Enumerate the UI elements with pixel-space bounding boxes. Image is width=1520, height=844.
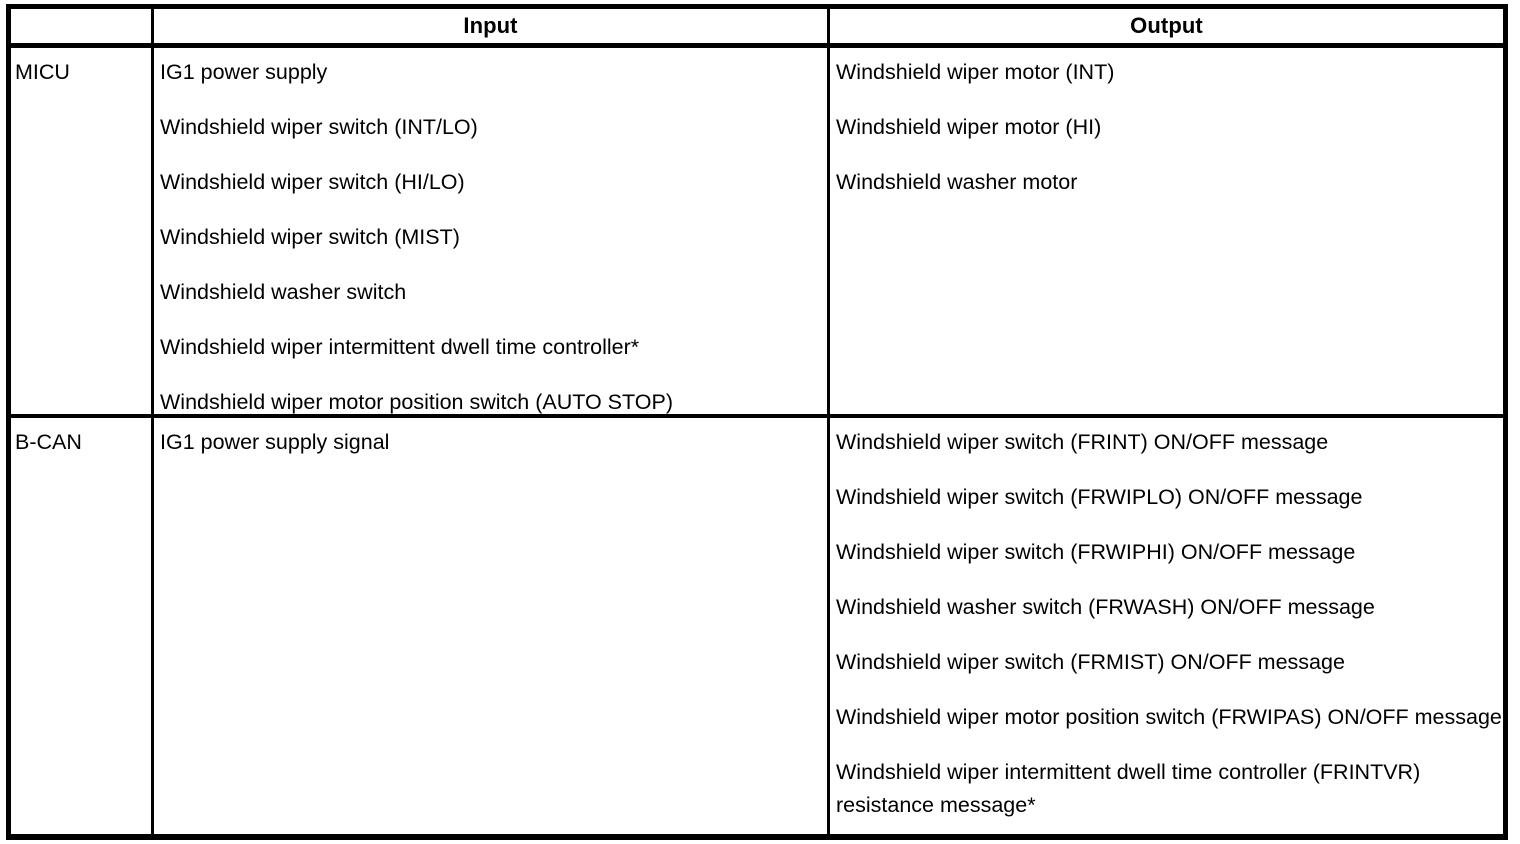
input-entry: Windshield wiper motor position switch (… <box>160 390 673 414</box>
header-cell-input: Input <box>463 13 518 38</box>
table-row-bcan: B-CAN IG1 power supply signal Windshield… <box>11 414 1503 834</box>
table-header-row: Input Output <box>11 9 1503 48</box>
input-cell-micu: IG1 power supply Windshield wiper switch… <box>154 48 827 414</box>
input-cell-bcan: IG1 power supply signal <box>154 418 827 834</box>
output-entry: Windshield wiper motor (HI) <box>836 115 1102 139</box>
output-cell-micu: Windshield wiper motor (INT) Windshield … <box>830 48 1512 414</box>
table-row-micu: MICU IG1 power supply Windshield wiper s… <box>11 48 1503 414</box>
input-entry: Windshield washer switch <box>160 280 407 304</box>
input-output-table: Input Output MICU IG1 power supply Winds… <box>6 4 1508 840</box>
input-entry: IG1 power supply signal <box>160 430 390 454</box>
module-name-bcan: B-CAN <box>15 430 82 454</box>
column-divider-input-output <box>827 9 830 834</box>
input-entry: Windshield wiper switch (HI/LO) <box>160 170 465 194</box>
output-entry: Windshield washer switch (FRWASH) ON/OFF… <box>836 595 1375 619</box>
column-divider-label-input <box>151 9 154 834</box>
output-cell-bcan: Windshield wiper switch (FRINT) ON/OFF m… <box>830 418 1512 834</box>
input-entry: IG1 power supply <box>160 60 328 84</box>
output-entry: Windshield wiper switch (FRWIPHI) ON/OFF… <box>836 540 1356 564</box>
header-cell-corner <box>11 9 151 43</box>
input-entry: Windshield wiper switch (MIST) <box>160 225 460 249</box>
output-entry: Windshield wiper intermittent dwell time… <box>836 760 1427 817</box>
output-entry: Windshield wiper switch (FRWIPLO) ON/OFF… <box>836 485 1363 509</box>
input-entry: Windshield wiper switch (INT/LO) <box>160 115 478 139</box>
output-entry: Windshield wiper switch (FRMIST) ON/OFF … <box>836 650 1345 674</box>
row-label-cell-micu: MICU <box>11 48 151 414</box>
input-entry: Windshield wiper intermittent dwell time… <box>160 335 640 359</box>
row-label-cell-bcan: B-CAN <box>11 418 151 834</box>
output-entry: Windshield wiper motor position switch (… <box>836 705 1502 729</box>
output-entry: Windshield wiper switch (FRINT) ON/OFF m… <box>836 430 1329 454</box>
output-entry: Windshield washer motor <box>836 170 1078 194</box>
output-entry: Windshield wiper motor (INT) <box>836 60 1115 84</box>
header-cell-output: Output <box>1130 13 1203 38</box>
module-name-micu: MICU <box>15 60 70 84</box>
